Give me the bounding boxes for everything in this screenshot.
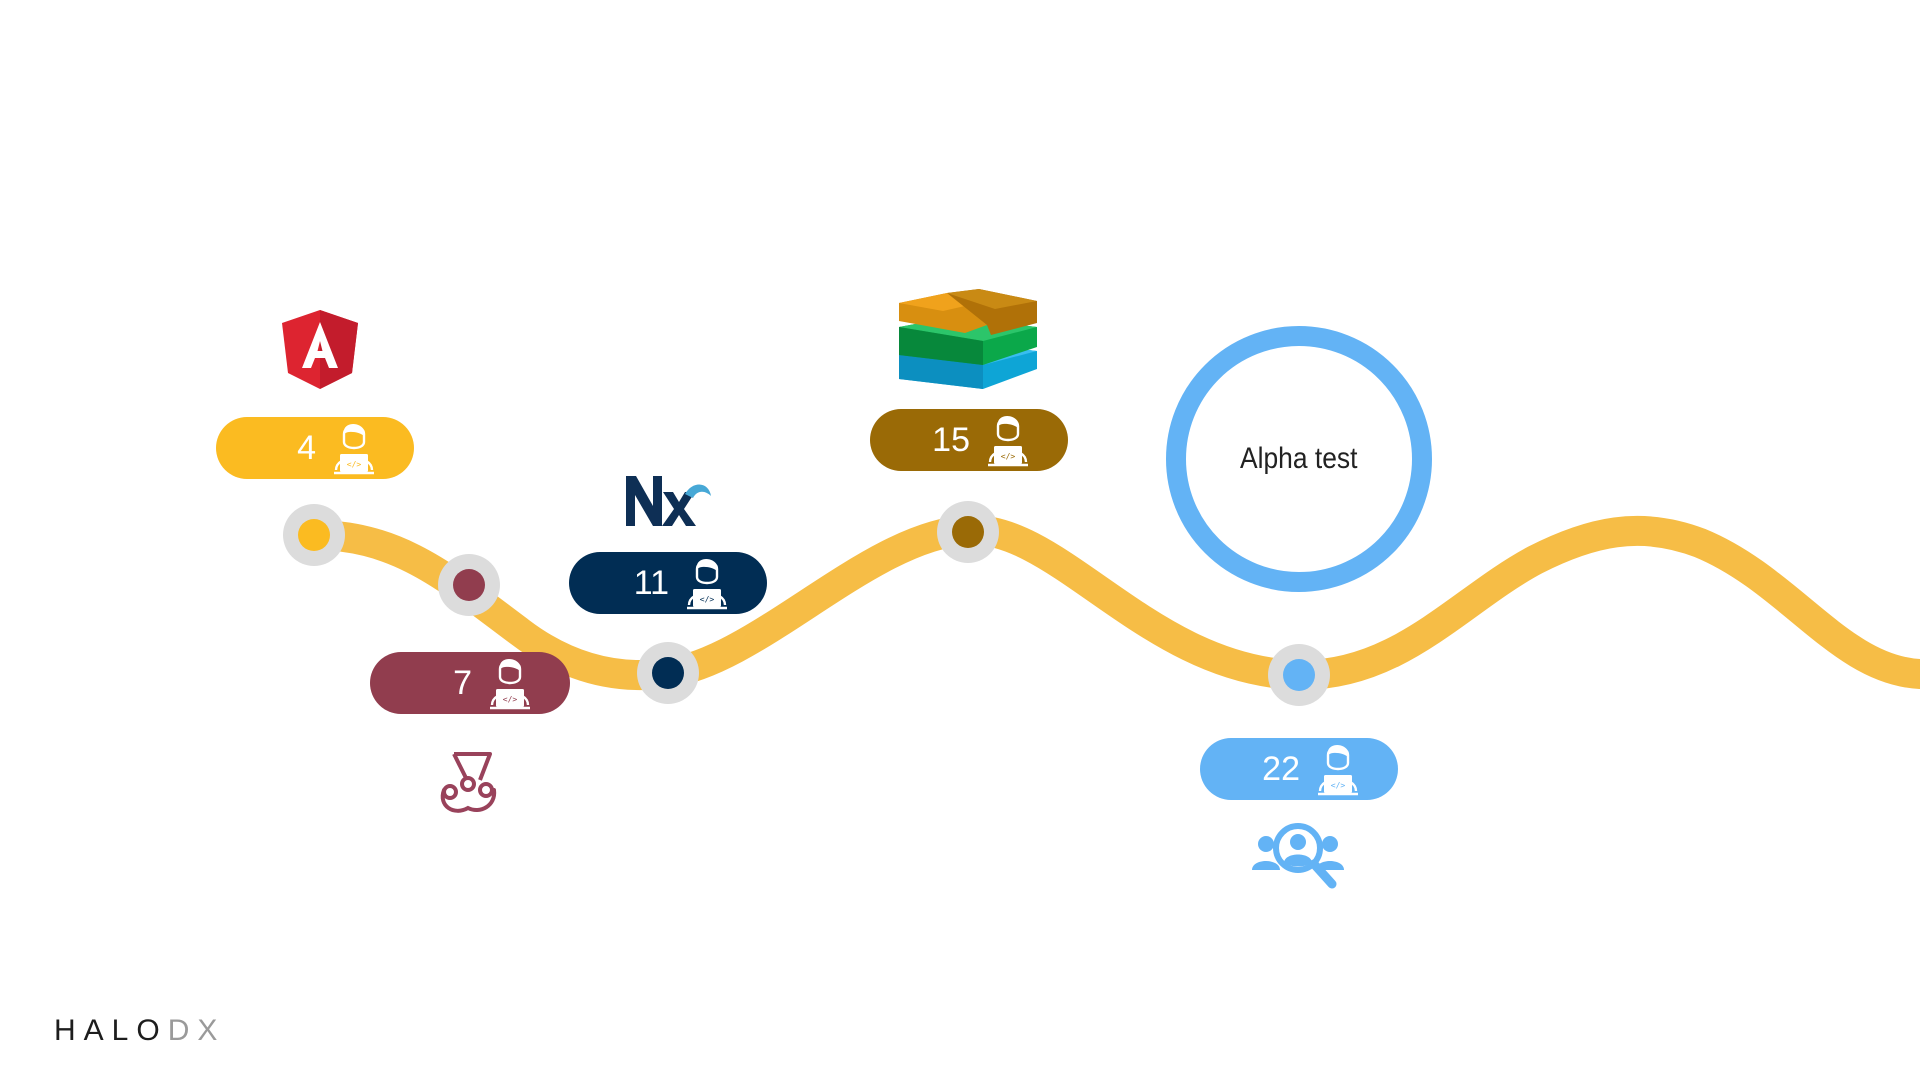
milestone-count-layers: 15 xyxy=(932,420,970,459)
developer-laptop-icon: </> xyxy=(988,416,1028,467)
developer-laptop-icon: </> xyxy=(687,559,727,610)
milestone-pill-jest: 7 </> xyxy=(370,652,570,714)
alpha-test-circle: Alpha test xyxy=(1166,326,1432,592)
svg-text:</>: </> xyxy=(1001,452,1016,461)
svg-text:</>: </> xyxy=(503,695,518,704)
milestone-pill-nx: 11 </> xyxy=(569,552,767,614)
svg-text:</>: </> xyxy=(1331,781,1346,790)
jest-logo-icon xyxy=(440,752,497,813)
milestone-pill-angular: 4 </> xyxy=(216,417,414,479)
developer-laptop-icon: </> xyxy=(490,659,530,710)
milestone-count-alpha: 22 xyxy=(1262,749,1300,788)
stacked-layers-icon xyxy=(899,289,1037,389)
brand-part-dx: DX xyxy=(167,1014,226,1047)
milestone-pill-alpha: 22 </> xyxy=(1200,738,1398,800)
milestone-count-angular: 4 xyxy=(297,428,316,467)
milestone-count-jest: 7 xyxy=(453,663,472,702)
user-search-icon xyxy=(1252,823,1344,889)
brand-part-halo: HALO xyxy=(54,1014,168,1047)
roadmap-road xyxy=(299,514,1920,691)
halodx-logo: HALODX xyxy=(54,1014,225,1048)
svg-text:</>: </> xyxy=(347,460,362,469)
milestone-node-jest xyxy=(438,554,500,616)
developer-laptop-icon: </> xyxy=(1318,745,1358,796)
milestone-node-alpha xyxy=(1268,644,1330,706)
milestone-count-nx: 11 xyxy=(633,563,669,602)
alpha-test-label: Alpha test xyxy=(1240,442,1358,475)
angular-logo-icon xyxy=(282,310,358,389)
svg-text:</>: </> xyxy=(700,595,715,604)
milestone-pill-layers: 15 </> xyxy=(870,409,1068,471)
milestone-node-layers xyxy=(937,501,999,563)
milestone-node-nx xyxy=(637,642,699,704)
milestone-node-angular xyxy=(283,504,345,566)
developer-laptop-icon: </> xyxy=(334,424,374,475)
nx-logo-icon xyxy=(626,476,711,526)
